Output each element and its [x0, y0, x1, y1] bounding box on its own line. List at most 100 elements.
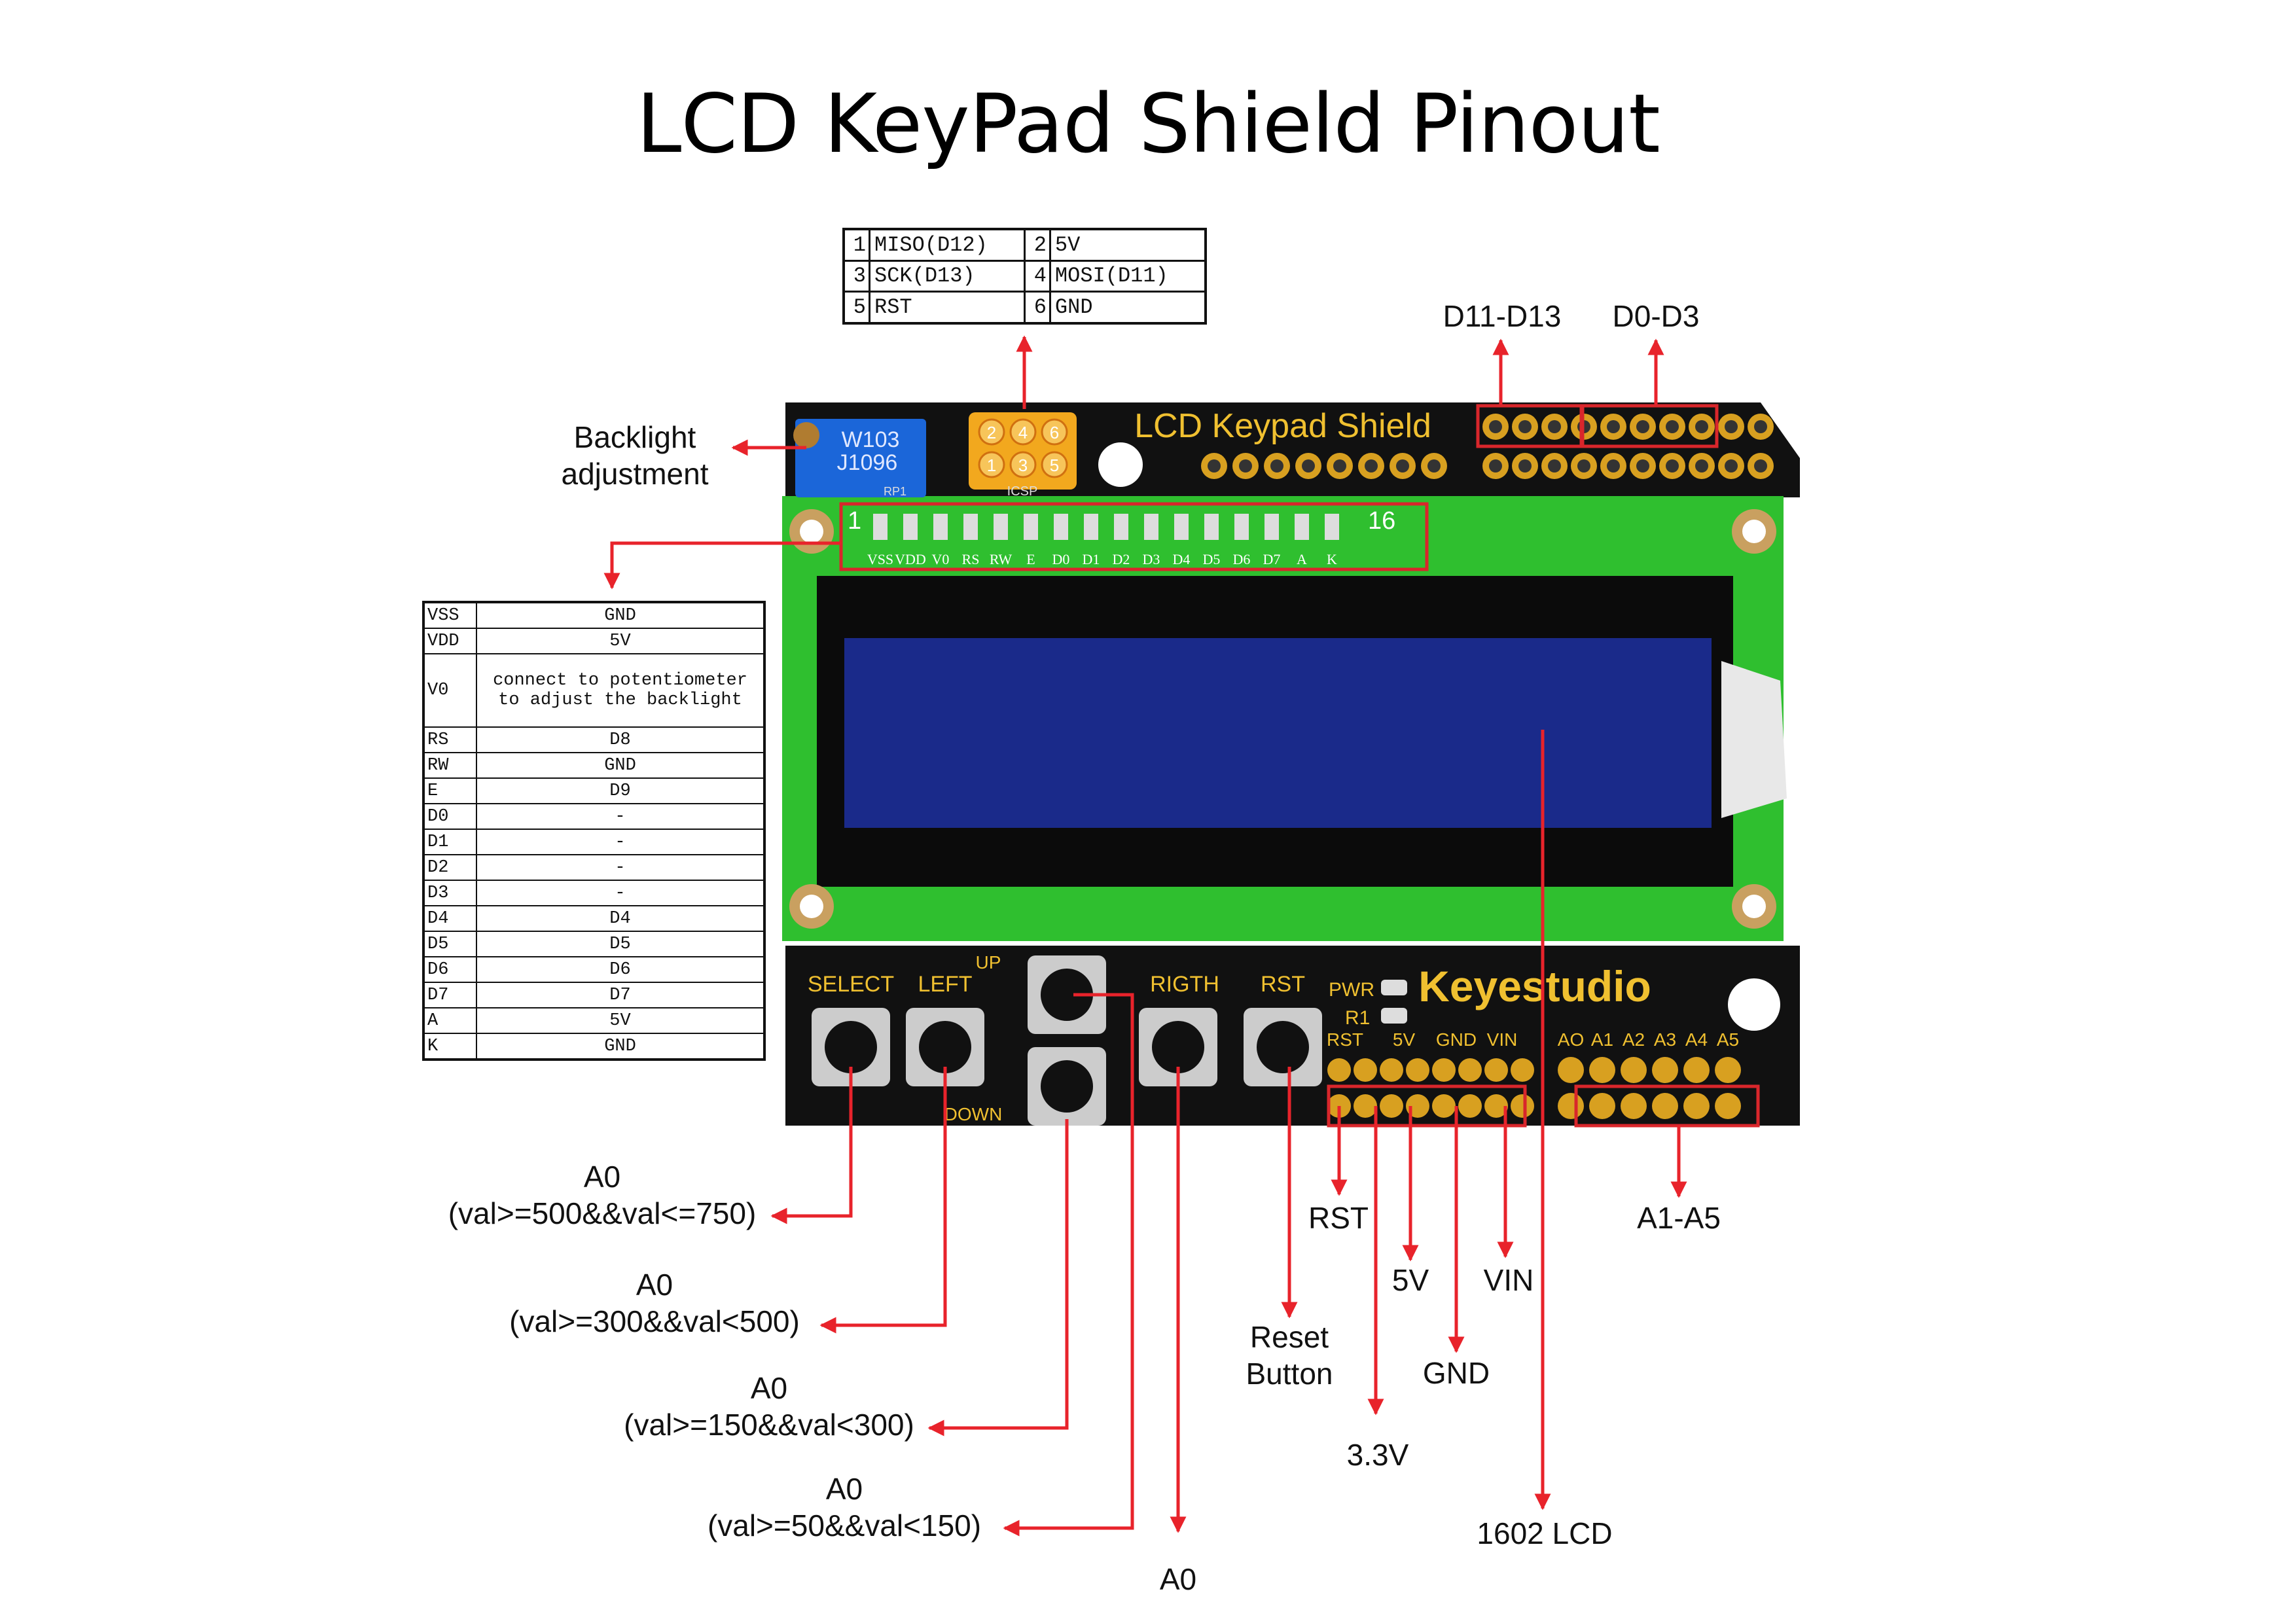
5v-pin-label: 5V	[1374, 1262, 1446, 1298]
lcd-pin-silk: D2	[1113, 551, 1130, 567]
lcd-header-pin	[1024, 514, 1038, 540]
lcd-header-pin	[903, 514, 918, 540]
left-value-label: A0 (val>=300&&val<500)	[491, 1266, 818, 1340]
lcd-header-pin	[1174, 514, 1189, 540]
icsp-pin-number: 2	[987, 423, 996, 442]
up-value-label: A0 (val>=50&&val<150)	[687, 1471, 1001, 1544]
header-pin	[1511, 1094, 1534, 1118]
lcd-header-pin	[1295, 514, 1309, 540]
lcd-pin-silk: RW	[990, 551, 1012, 567]
down-label: DOWN	[944, 1104, 1003, 1124]
header-pin	[1621, 1093, 1647, 1119]
power-pin-silk: VIN	[1487, 1029, 1518, 1050]
rp1-label: RP1	[884, 485, 906, 498]
backlight-label: Backlight adjustment	[537, 419, 733, 492]
analog-pin-silk: A4	[1685, 1029, 1708, 1050]
icsp-pin-number: 3	[1018, 455, 1028, 475]
lcd-header-pin	[1084, 514, 1098, 540]
analog-pin-silk: AO	[1558, 1029, 1584, 1050]
header-pin	[1621, 1057, 1647, 1083]
header-pin	[1511, 1058, 1534, 1082]
analog-pin-silk: A5	[1717, 1029, 1739, 1050]
header-pin	[1652, 1057, 1678, 1083]
lcd-pin-silk: V0	[932, 551, 950, 567]
lcd-label: 1602 LCD	[1446, 1515, 1643, 1552]
select-label: SELECT	[808, 972, 894, 997]
lcd-header-pin	[994, 514, 1008, 540]
pot-label-2: J1096	[837, 450, 898, 475]
lcd-pin-silk: D3	[1143, 551, 1160, 567]
3v3-pin-label: 3.3V	[1325, 1436, 1430, 1473]
lcd-header-pin	[963, 514, 978, 540]
analog-pin-silk: A2	[1623, 1029, 1645, 1050]
rst-button-label: RST	[1261, 972, 1305, 997]
header-pin	[1683, 1057, 1710, 1083]
header-pin	[1432, 1094, 1456, 1118]
lcd-header-pin	[873, 514, 888, 540]
header-pin	[1380, 1058, 1403, 1082]
lcd-header-pin	[933, 514, 948, 540]
gnd-pin-label: GND	[1407, 1355, 1505, 1391]
header-pin	[1652, 1093, 1678, 1119]
arrow-down	[929, 1119, 1067, 1428]
icsp-pin-number: 1	[987, 455, 996, 475]
lcd-header-pin	[1054, 514, 1068, 540]
brand-label: Keyestudio	[1418, 962, 1651, 1010]
lcd-pin-silk: RS	[962, 551, 980, 567]
icsp-pin-number: 5	[1050, 455, 1059, 475]
lcd-pin-silk: D0	[1052, 551, 1070, 567]
lcd-header-pin	[1204, 514, 1219, 540]
analog-pin-silk: A3	[1654, 1029, 1676, 1050]
analog-pin-silk: A1	[1591, 1029, 1613, 1050]
icsp-pin-number: 4	[1018, 423, 1028, 442]
right-value-label: A0	[1126, 1561, 1230, 1597]
header-pin	[1589, 1057, 1615, 1083]
header-pin	[1589, 1093, 1615, 1119]
header-pin	[1558, 1057, 1584, 1083]
lcd-header-pin	[1144, 514, 1158, 540]
header-pin	[1458, 1058, 1482, 1082]
lcd-pin-silk: D7	[1263, 551, 1281, 567]
lcd-header-pin	[1325, 514, 1339, 540]
header-pin	[1432, 1058, 1456, 1082]
icsp-pin-number: 6	[1050, 423, 1059, 442]
d11-d13-label: D11-D13	[1424, 298, 1581, 334]
r1-label: R1	[1345, 1007, 1370, 1029]
icsp-label: ICSP	[1007, 484, 1038, 499]
lcd-screen	[844, 638, 1712, 828]
lcd-pin-silk: D4	[1173, 551, 1191, 567]
lcd-pin-silk: A	[1297, 551, 1307, 567]
header-pin	[1458, 1094, 1482, 1118]
pot-label-1: W103	[842, 427, 900, 452]
lcd-header-pin	[1114, 514, 1128, 540]
reset-button-label: Reset Button	[1224, 1319, 1355, 1392]
header-pin	[1683, 1093, 1710, 1119]
header-pin	[1327, 1058, 1351, 1082]
up-label: UP	[976, 952, 1001, 972]
header-pin	[1354, 1094, 1377, 1118]
vin-pin-label: VIN	[1466, 1262, 1551, 1298]
lcd-pin-silk: E	[1026, 551, 1035, 567]
select-value-label: A0 (val>=500&&val<=750)	[432, 1158, 772, 1232]
rst-pin-label: RST	[1283, 1200, 1394, 1236]
down-value-label: A0 (val>=150&&val<300)	[605, 1370, 933, 1443]
power-pin-silk: 5V	[1393, 1029, 1416, 1050]
lcd-pin-silk: VDD	[895, 551, 926, 567]
lcd-header-pin	[1265, 514, 1279, 540]
header-pin	[1715, 1057, 1741, 1083]
pin-sixteen-label: 16	[1368, 507, 1395, 535]
pwr-label: PWR	[1329, 979, 1374, 1001]
header-pin	[1380, 1094, 1403, 1118]
header-pin	[1354, 1058, 1377, 1082]
right-label: RIGTH	[1150, 972, 1219, 997]
lcd-pin-silk: VSS	[867, 551, 893, 567]
d0-d3-label: D0-D3	[1584, 298, 1728, 334]
header-pin	[1715, 1093, 1741, 1119]
left-label: LEFT	[918, 972, 972, 997]
power-pin-silk: GND	[1436, 1029, 1477, 1050]
lcd-pin-silk: D1	[1083, 551, 1100, 567]
header-pin	[1406, 1058, 1429, 1082]
lcd-header-pin	[1234, 514, 1249, 540]
header-pin	[1558, 1093, 1584, 1119]
